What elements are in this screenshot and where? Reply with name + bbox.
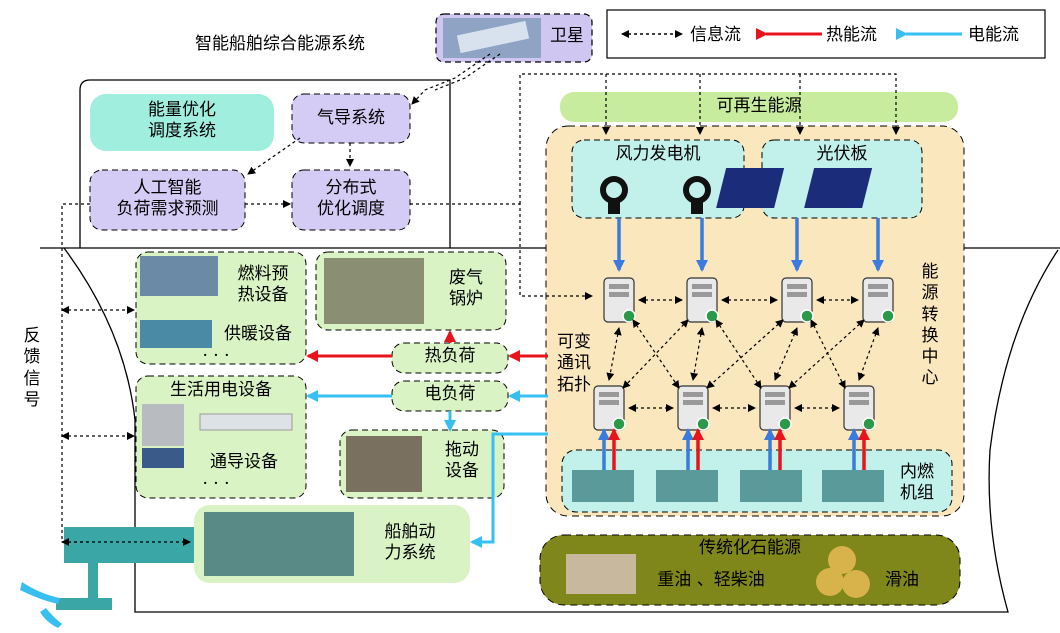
- satellite-label: 卫星: [550, 26, 584, 46]
- hub-link: [622, 319, 689, 389]
- fossil-title: 传统化石能源: [699, 538, 801, 558]
- legend-heat: 热能流: [826, 25, 877, 45]
- elec-load-label: 电负荷: [424, 384, 476, 404]
- energy-hub-icon: [603, 277, 636, 323]
- page-title: 智能船舶综合能源系统: [195, 34, 365, 54]
- energy-hub-icon: [593, 385, 626, 431]
- comm-topology-label: 可变 通讯 拓扑: [557, 332, 591, 395]
- fuel-preheat-label: 燃料预 热设备: [237, 264, 289, 306]
- engine-icon: [572, 470, 884, 502]
- solar-panel-icon: [716, 168, 873, 208]
- hub-link: [788, 319, 865, 389]
- info-flows: [61, 53, 900, 546]
- pv-label: 光伏板: [816, 144, 868, 164]
- oil-label: 重油 、轻柴油: [657, 570, 765, 590]
- wind-turbine-icon: [600, 176, 711, 214]
- nav-label: 通导设备: [210, 452, 278, 472]
- nav-more: · · ·: [202, 474, 230, 494]
- hub-links: [606, 296, 880, 412]
- oil-barrel-icon: [828, 546, 856, 574]
- hub-link: [706, 319, 784, 389]
- propulsion-label: 船舶动 力系统: [384, 522, 436, 564]
- energy-hubs: [593, 277, 895, 431]
- ice-label: 内燃 机组: [900, 462, 934, 504]
- feedback-label: 反 馈 信 号: [23, 326, 41, 410]
- energy-hub-icon: [677, 385, 710, 431]
- heating-more: · · ·: [202, 346, 230, 366]
- conversion-center-label: 能 源 转 换 中 心: [921, 262, 939, 389]
- energy-hub-icon: [686, 277, 719, 323]
- weather-routing-label: 气导系统: [317, 108, 385, 128]
- energy-hub-icon: [862, 277, 895, 323]
- wind-label: 风力发电机: [615, 144, 701, 164]
- domestic-label: 生活用电设备: [170, 380, 272, 400]
- ice-flows: [598, 428, 870, 470]
- heat-load-label: 热负荷: [424, 346, 476, 366]
- heat-flows: [306, 330, 548, 362]
- heating-label: 供暖设备: [224, 324, 292, 344]
- hub-link: [690, 327, 705, 381]
- fossil-region: [539, 534, 961, 606]
- ai-forecast-label: 人工智能 负荷需求预测: [116, 178, 219, 220]
- electric-flows: [306, 390, 548, 548]
- energy-hub-icon: [781, 277, 814, 323]
- renewable-title: 可再生能源: [716, 96, 802, 116]
- satellite-node: [435, 13, 593, 63]
- energy-hub-icon: [843, 385, 876, 431]
- distributed-opt-label: 分布式 优化调度: [317, 178, 385, 220]
- boiler-label: 废气 锅炉: [449, 268, 483, 310]
- energy-opt-label: 能量优化 调度系统: [148, 100, 216, 142]
- drag-label: 拖动 设备: [445, 440, 479, 482]
- control-boxes: [89, 93, 411, 231]
- energy-hub-icon: [759, 385, 792, 431]
- hub-link: [606, 327, 622, 381]
- renewable-power-flows: [613, 218, 884, 272]
- legend: 信息流 热能流 电能流: [606, 9, 1046, 59]
- legend-info: 信息流: [690, 25, 741, 45]
- oil-rig-icon: [566, 554, 636, 594]
- load-boxes: [135, 251, 509, 583]
- lube-label: 滑油: [885, 570, 919, 590]
- legend-elec: 电能流: [968, 25, 1019, 45]
